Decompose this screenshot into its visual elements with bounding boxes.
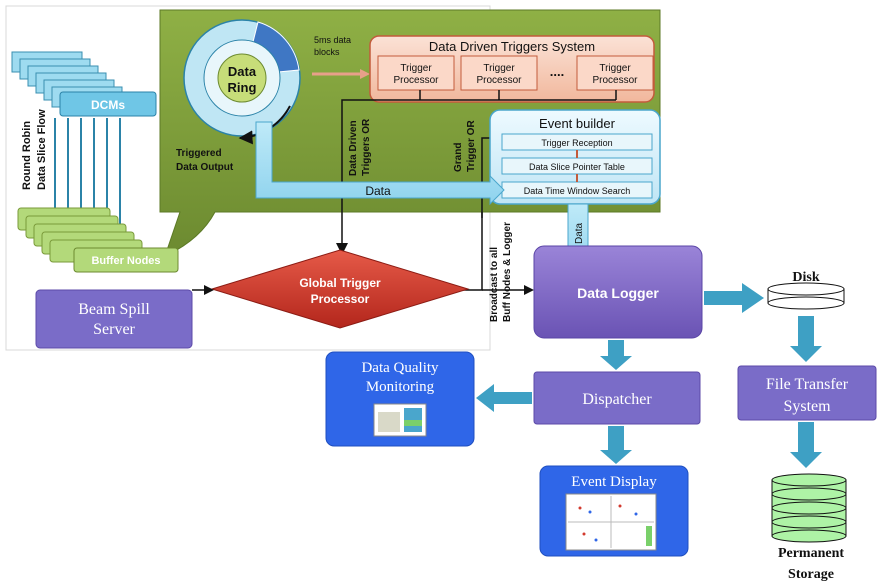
tp1-label-1: Trigger xyxy=(400,63,432,74)
trigger-processor-3 xyxy=(576,55,654,91)
disk-label: Disk xyxy=(792,270,819,285)
tp2-label-2: Processor xyxy=(476,75,522,86)
trigger-processor-2 xyxy=(460,55,538,91)
broadcast-label-1: Broadcast to all xyxy=(489,247,500,322)
dispatcher-dqm-arrow xyxy=(476,384,532,412)
dqm-box xyxy=(325,351,475,447)
pointer-table-label: Data Slice Pointer Table xyxy=(529,162,625,172)
data-ring-label-2: Ring xyxy=(228,80,257,95)
global-trigger-label-1: Global Trigger xyxy=(299,276,381,290)
dispatcher-box xyxy=(533,371,701,425)
slice-flow-label: Data Slice Flow xyxy=(36,109,48,190)
buffer-node-stack xyxy=(17,207,179,273)
dcm-front-box xyxy=(59,91,157,117)
event-display-thumbnail xyxy=(565,493,657,551)
ddt-title: Data Driven Triggers System xyxy=(429,39,595,54)
triggered-output-label-1: Triggered xyxy=(176,148,222,159)
dqm-label-2: Monitoring xyxy=(366,379,435,395)
dispatcher-display-arrow xyxy=(600,426,632,464)
blocks-label-2: blocks xyxy=(314,47,340,57)
grand-or-label-1: Grand xyxy=(453,143,464,172)
fts-storage-arrow xyxy=(790,422,822,468)
buffer-nodes-front-box xyxy=(73,247,179,273)
dcm-stack xyxy=(11,51,157,117)
ellipsis-label: .... xyxy=(550,64,564,79)
logger-disk-arrow xyxy=(704,283,764,313)
storage-label-1: Permanent xyxy=(778,546,844,561)
ddt-or-label-1: Data Driven xyxy=(348,120,359,176)
ddt-or-lines xyxy=(341,90,617,250)
time-window-label: Data Time Window Search xyxy=(524,186,631,196)
trigger-processor-1 xyxy=(377,55,455,91)
global-trigger-label-2: Processor xyxy=(311,292,370,306)
data-arrow xyxy=(255,121,505,206)
dcms-label: DCMs xyxy=(91,98,125,112)
beam-spill-server-box xyxy=(35,289,193,349)
tp2-label-1: Trigger xyxy=(483,63,515,74)
round-robin-label: Round Robin xyxy=(21,121,33,190)
data-logger-label: Data Logger xyxy=(577,285,659,301)
tp3-label-1: Trigger xyxy=(599,63,631,74)
data-down-label: Data xyxy=(574,222,585,244)
dispatcher-label: Dispatcher xyxy=(582,391,652,408)
trigger-reception-label: Trigger Reception xyxy=(541,138,612,148)
data-arrow-label: Data xyxy=(365,184,391,198)
tp1-label-2: Processor xyxy=(393,75,439,86)
dqm-thumbnail xyxy=(373,403,427,437)
logger-dispatcher-arrow xyxy=(600,340,632,370)
broadcast-line xyxy=(460,212,528,291)
data-logger-box xyxy=(533,245,703,339)
tp3-label-2: Processor xyxy=(592,75,638,86)
storage-label-2: Storage xyxy=(788,567,834,582)
slice-flow-lines xyxy=(54,118,121,252)
beam-spill-label-1: Beam Spill xyxy=(78,301,150,318)
buffer-nodes-label: Buffer Nodes xyxy=(91,255,160,267)
beam-spill-label-2: Server xyxy=(93,321,135,338)
event-display-label: Event Display xyxy=(571,474,657,490)
fts-label-2: System xyxy=(783,398,831,415)
file-transfer-box xyxy=(737,365,877,421)
broadcast-label-2: Buff Nodes & Logger xyxy=(502,222,513,322)
dqm-label-1: Data Quality xyxy=(361,360,439,376)
triggered-output-label-2: Data Output xyxy=(176,162,234,173)
disk-fts-arrow xyxy=(790,316,822,362)
storage-stack xyxy=(771,473,847,543)
data-ring-label-1: Data xyxy=(228,64,257,79)
grand-or-label-2: Trigger OR xyxy=(466,120,477,172)
ddt-or-label-2: Triggers OR xyxy=(361,118,372,176)
disk-cylinder xyxy=(767,282,845,310)
blocks-label-1: 5ms data xyxy=(314,35,351,45)
global-trigger-diamond xyxy=(210,249,470,329)
data-ring xyxy=(183,19,301,145)
fts-label-1: File Transfer xyxy=(766,376,849,393)
event-builder-title: Event builder xyxy=(539,116,616,131)
